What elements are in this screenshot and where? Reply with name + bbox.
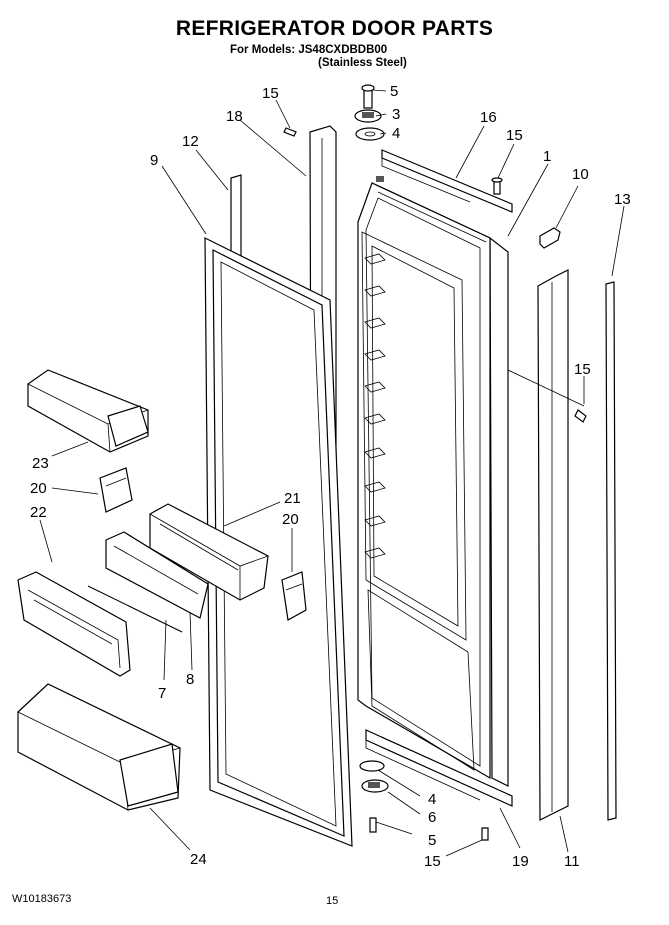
callout-12: 12 bbox=[182, 133, 199, 150]
callout-8: 8 bbox=[186, 671, 194, 688]
part-8-panel bbox=[105, 531, 209, 619]
shelf-clips bbox=[364, 253, 386, 559]
part-19-bottom-bracket bbox=[365, 729, 513, 807]
page-title: REFRIGERATOR DOOR PARTS bbox=[175, 17, 494, 40]
callout-19: 19 bbox=[512, 853, 529, 870]
callout-22: 22 bbox=[30, 504, 47, 521]
callout-20: 20 bbox=[282, 511, 299, 528]
part-13-strip bbox=[605, 281, 617, 821]
callout-9: 9 bbox=[150, 152, 158, 169]
callout-15: 15 bbox=[574, 361, 591, 378]
callout-11: 11 bbox=[564, 853, 580, 870]
screws bbox=[283, 127, 587, 841]
callout-18: 18 bbox=[226, 108, 243, 125]
callout-labels: 5 3 4 15 18 16 15 1 10 13 12 9 15 23 20 … bbox=[30, 83, 631, 870]
models-line: For Models: JS48CXDBDB00 bbox=[230, 44, 388, 56]
bottom-hinge-assembly bbox=[359, 760, 389, 793]
callout-4: 4 bbox=[392, 125, 400, 142]
callout-21: 21 bbox=[284, 490, 301, 507]
callout-15: 15 bbox=[424, 853, 441, 870]
callout-15: 15 bbox=[506, 127, 523, 144]
part-22-shelf bbox=[17, 571, 131, 677]
part-23-bin bbox=[27, 369, 149, 453]
part-16-top-bracket bbox=[381, 149, 513, 213]
callout-15: 15 bbox=[262, 85, 279, 102]
callout-6: 6 bbox=[428, 809, 436, 826]
callout-1: 1 bbox=[543, 148, 551, 165]
part-7-rod bbox=[87, 585, 183, 633]
callout-24: 24 bbox=[190, 851, 207, 868]
part-10-clip bbox=[539, 227, 561, 249]
part-20-endcap-left bbox=[99, 467, 133, 513]
part-9-gasket bbox=[204, 237, 353, 847]
leader-lines bbox=[39, 89, 625, 857]
callout-7: 7 bbox=[158, 685, 166, 702]
finish-line: (Stainless Steel) bbox=[318, 57, 407, 69]
callout-3: 3 bbox=[392, 106, 400, 123]
top-hinge-assembly bbox=[354, 84, 385, 141]
page-number: 15 bbox=[326, 895, 339, 907]
callout-20: 20 bbox=[30, 480, 47, 497]
callout-4: 4 bbox=[428, 791, 436, 808]
callout-5: 5 bbox=[390, 83, 398, 100]
part-24-bin bbox=[17, 683, 181, 811]
callout-10: 10 bbox=[572, 166, 589, 183]
document-number: W10183673 bbox=[12, 893, 72, 905]
part-1-door-assembly bbox=[357, 176, 509, 787]
part-20-endcap-right bbox=[281, 571, 307, 621]
callout-16: 16 bbox=[480, 109, 497, 126]
callout-13: 13 bbox=[614, 191, 631, 208]
callout-5: 5 bbox=[428, 832, 436, 849]
part-11-trim bbox=[537, 269, 569, 821]
callout-23: 23 bbox=[32, 455, 49, 472]
